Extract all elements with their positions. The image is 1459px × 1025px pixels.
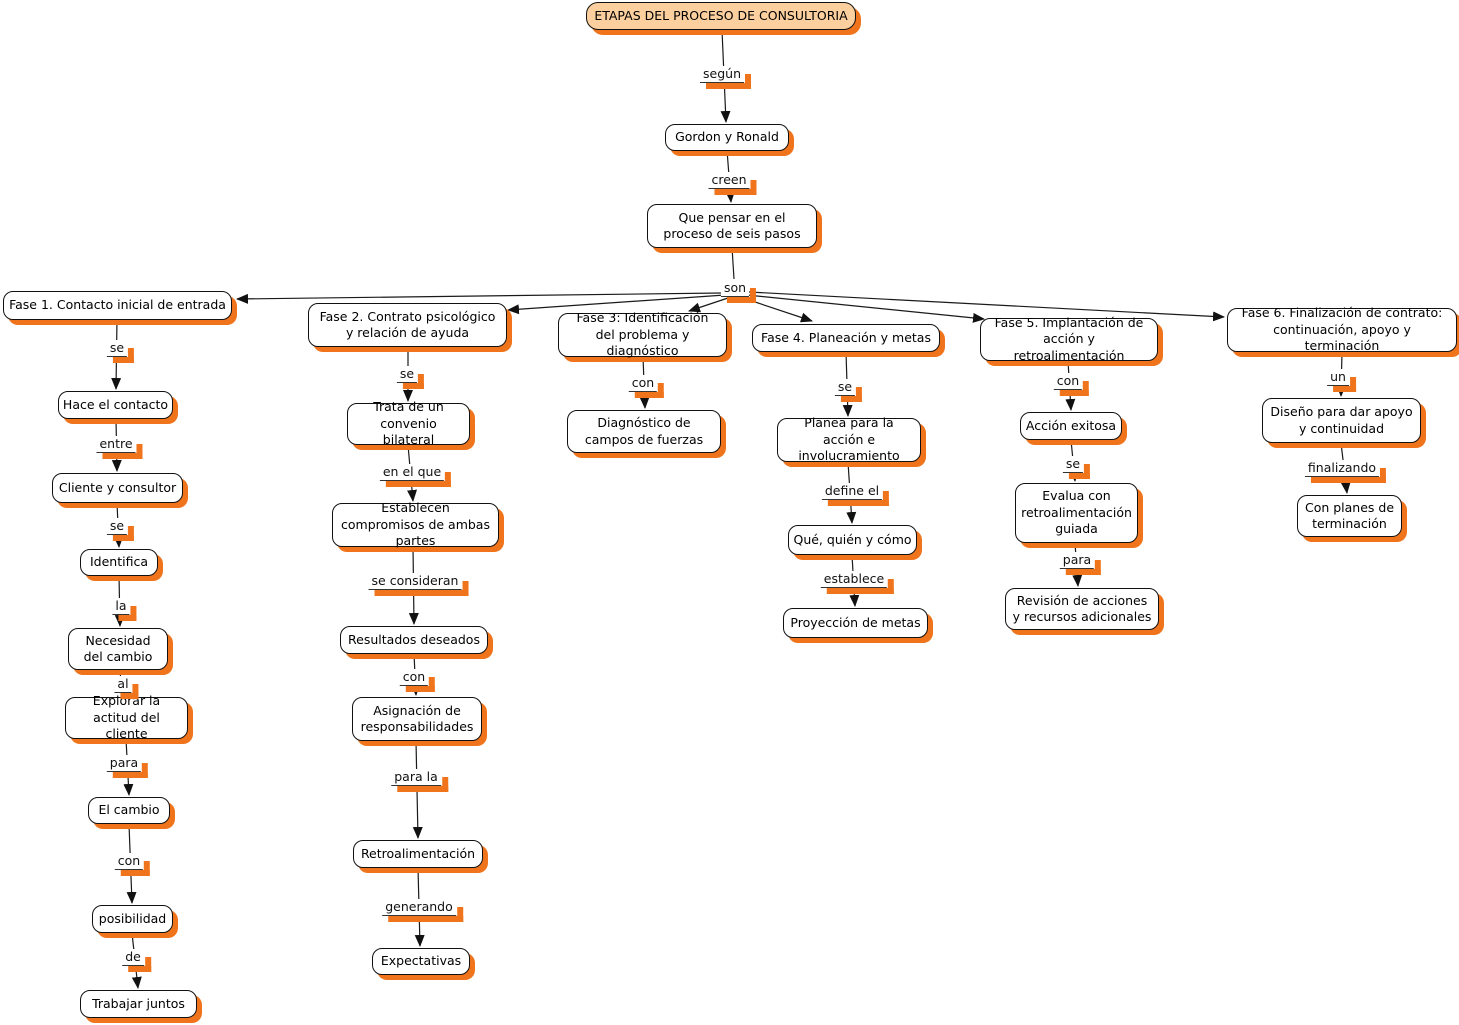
link-label-entre[interactable]: entre <box>96 436 143 459</box>
concept-node-revision-acciones[interactable]: Revisión de acciones y recursos adiciona… <box>1005 588 1159 630</box>
concept-node-fase1-header[interactable]: Fase 1. Contacto inicial de entrada <box>3 291 232 320</box>
concept-node-retroalimentacion[interactable]: Retroalimentación <box>353 840 483 868</box>
link-label-segun[interactable]: según <box>700 66 751 89</box>
concept-node-hace-el-contacto[interactable]: Hace el contacto <box>58 391 173 419</box>
link-label-en-el-que[interactable]: en el que <box>379 464 452 487</box>
link-label-al[interactable]: al <box>114 676 139 699</box>
concept-node-que-quien-como[interactable]: Qué, quién y cómo <box>788 525 917 555</box>
concept-node-identifica[interactable]: Identifica <box>80 549 158 576</box>
concept-node-explorar-actitud[interactable]: Explorar la actitud del cliente <box>65 693 188 741</box>
link-label-fase2-se[interactable]: se <box>396 366 425 389</box>
concept-node-asignacion-responsabilidades[interactable]: Asignación de responsabilidades <box>352 697 482 741</box>
link-label-fase5-para[interactable]: para <box>1059 552 1102 575</box>
concept-node-trabajar-juntos[interactable]: Trabajar juntos <box>80 990 197 1018</box>
concept-node-proyeccion-metas[interactable]: Proyección de metas <box>783 608 928 638</box>
concept-node-fase6-header[interactable]: Fase 6. Finalización de contrato: contin… <box>1227 305 1457 353</box>
concept-node-planea-accion[interactable]: Planea para la acción e involucramiento <box>777 415 921 463</box>
link-label-para-la[interactable]: para la <box>391 769 448 792</box>
concept-node-posibilidad[interactable]: posibilidad <box>92 905 173 933</box>
link-label-de[interactable]: de <box>122 949 151 972</box>
link-label-fase1-con[interactable]: con <box>114 853 151 876</box>
link-label-la[interactable]: la <box>112 598 137 621</box>
concept-node-que-pensar[interactable]: Que pensar en el proceso de seis pasos <box>647 204 817 248</box>
link-label-fase5-con[interactable]: con <box>1053 373 1090 396</box>
link-label-fase1-para[interactable]: para <box>106 755 149 778</box>
link-label-finalizando[interactable]: finalizando <box>1304 460 1387 483</box>
concept-node-necesidad-del-cambio[interactable]: Necesidad del cambio <box>68 628 168 670</box>
link-label-fase5-se[interactable]: se <box>1062 456 1091 479</box>
link-label-creen[interactable]: creen <box>708 172 757 195</box>
concept-node-resultados-deseados[interactable]: Resultados deseados <box>340 626 488 654</box>
concept-node-expectativas[interactable]: Expectativas <box>372 948 470 975</box>
concept-node-fase4-header[interactable]: Fase 4. Planeación y metas <box>752 324 940 352</box>
concept-node-fase2-header[interactable]: Fase 2. Contrato psicológico y relación … <box>308 303 507 347</box>
concept-node-gordon-y-ronald[interactable]: Gordon y Ronald <box>665 124 789 151</box>
concept-node-accion-exitosa[interactable]: Acción exitosa <box>1020 412 1122 440</box>
link-label-son[interactable]: son <box>720 280 757 303</box>
concept-node-fase3-header[interactable]: Fase 3: Identificación del problema y di… <box>558 310 727 358</box>
link-label-fase2-con[interactable]: con <box>399 669 436 692</box>
concept-node-title[interactable]: ETAPAS DEL PROCESO DE CONSULTORIA <box>586 2 856 30</box>
link-label-fase1-se-1[interactable]: se <box>106 340 135 363</box>
link-label-define-el[interactable]: define el <box>821 483 890 506</box>
concept-node-fase5-header[interactable]: Fase 5. Implantación de acción y retroal… <box>980 315 1158 363</box>
concept-node-con-planes[interactable]: Con planes de terminación <box>1297 495 1402 537</box>
concept-node-establecen-compromisos[interactable]: Establecen compromisos de ambas partes <box>332 500 499 548</box>
concept-node-el-cambio[interactable]: El cambio <box>88 797 170 824</box>
link-label-generando[interactable]: generando <box>382 899 463 922</box>
link-label-un[interactable]: un <box>1327 369 1356 392</box>
link-label-establece[interactable]: establece <box>820 571 895 594</box>
concept-node-evalua-retro[interactable]: Evalua con retroalimentación guiada <box>1015 483 1138 543</box>
link-label-fase3-con[interactable]: con <box>628 375 665 398</box>
concept-node-diseno-apoyo[interactable]: Diseño para dar apoyo y continuidad <box>1262 398 1421 443</box>
concept-node-trata-convenio[interactable]: Trata de un convenio bilateral <box>347 399 470 447</box>
link-label-fase4-se[interactable]: se <box>834 379 863 402</box>
link-label-fase1-se-2[interactable]: se <box>106 518 135 541</box>
concept-node-cliente-y-consultor[interactable]: Cliente y consultor <box>52 473 183 503</box>
concept-node-diagnostico-campos[interactable]: Diagnóstico de campos de fuerzas <box>567 410 721 453</box>
link-label-se-consideran[interactable]: se consideran <box>368 573 469 596</box>
